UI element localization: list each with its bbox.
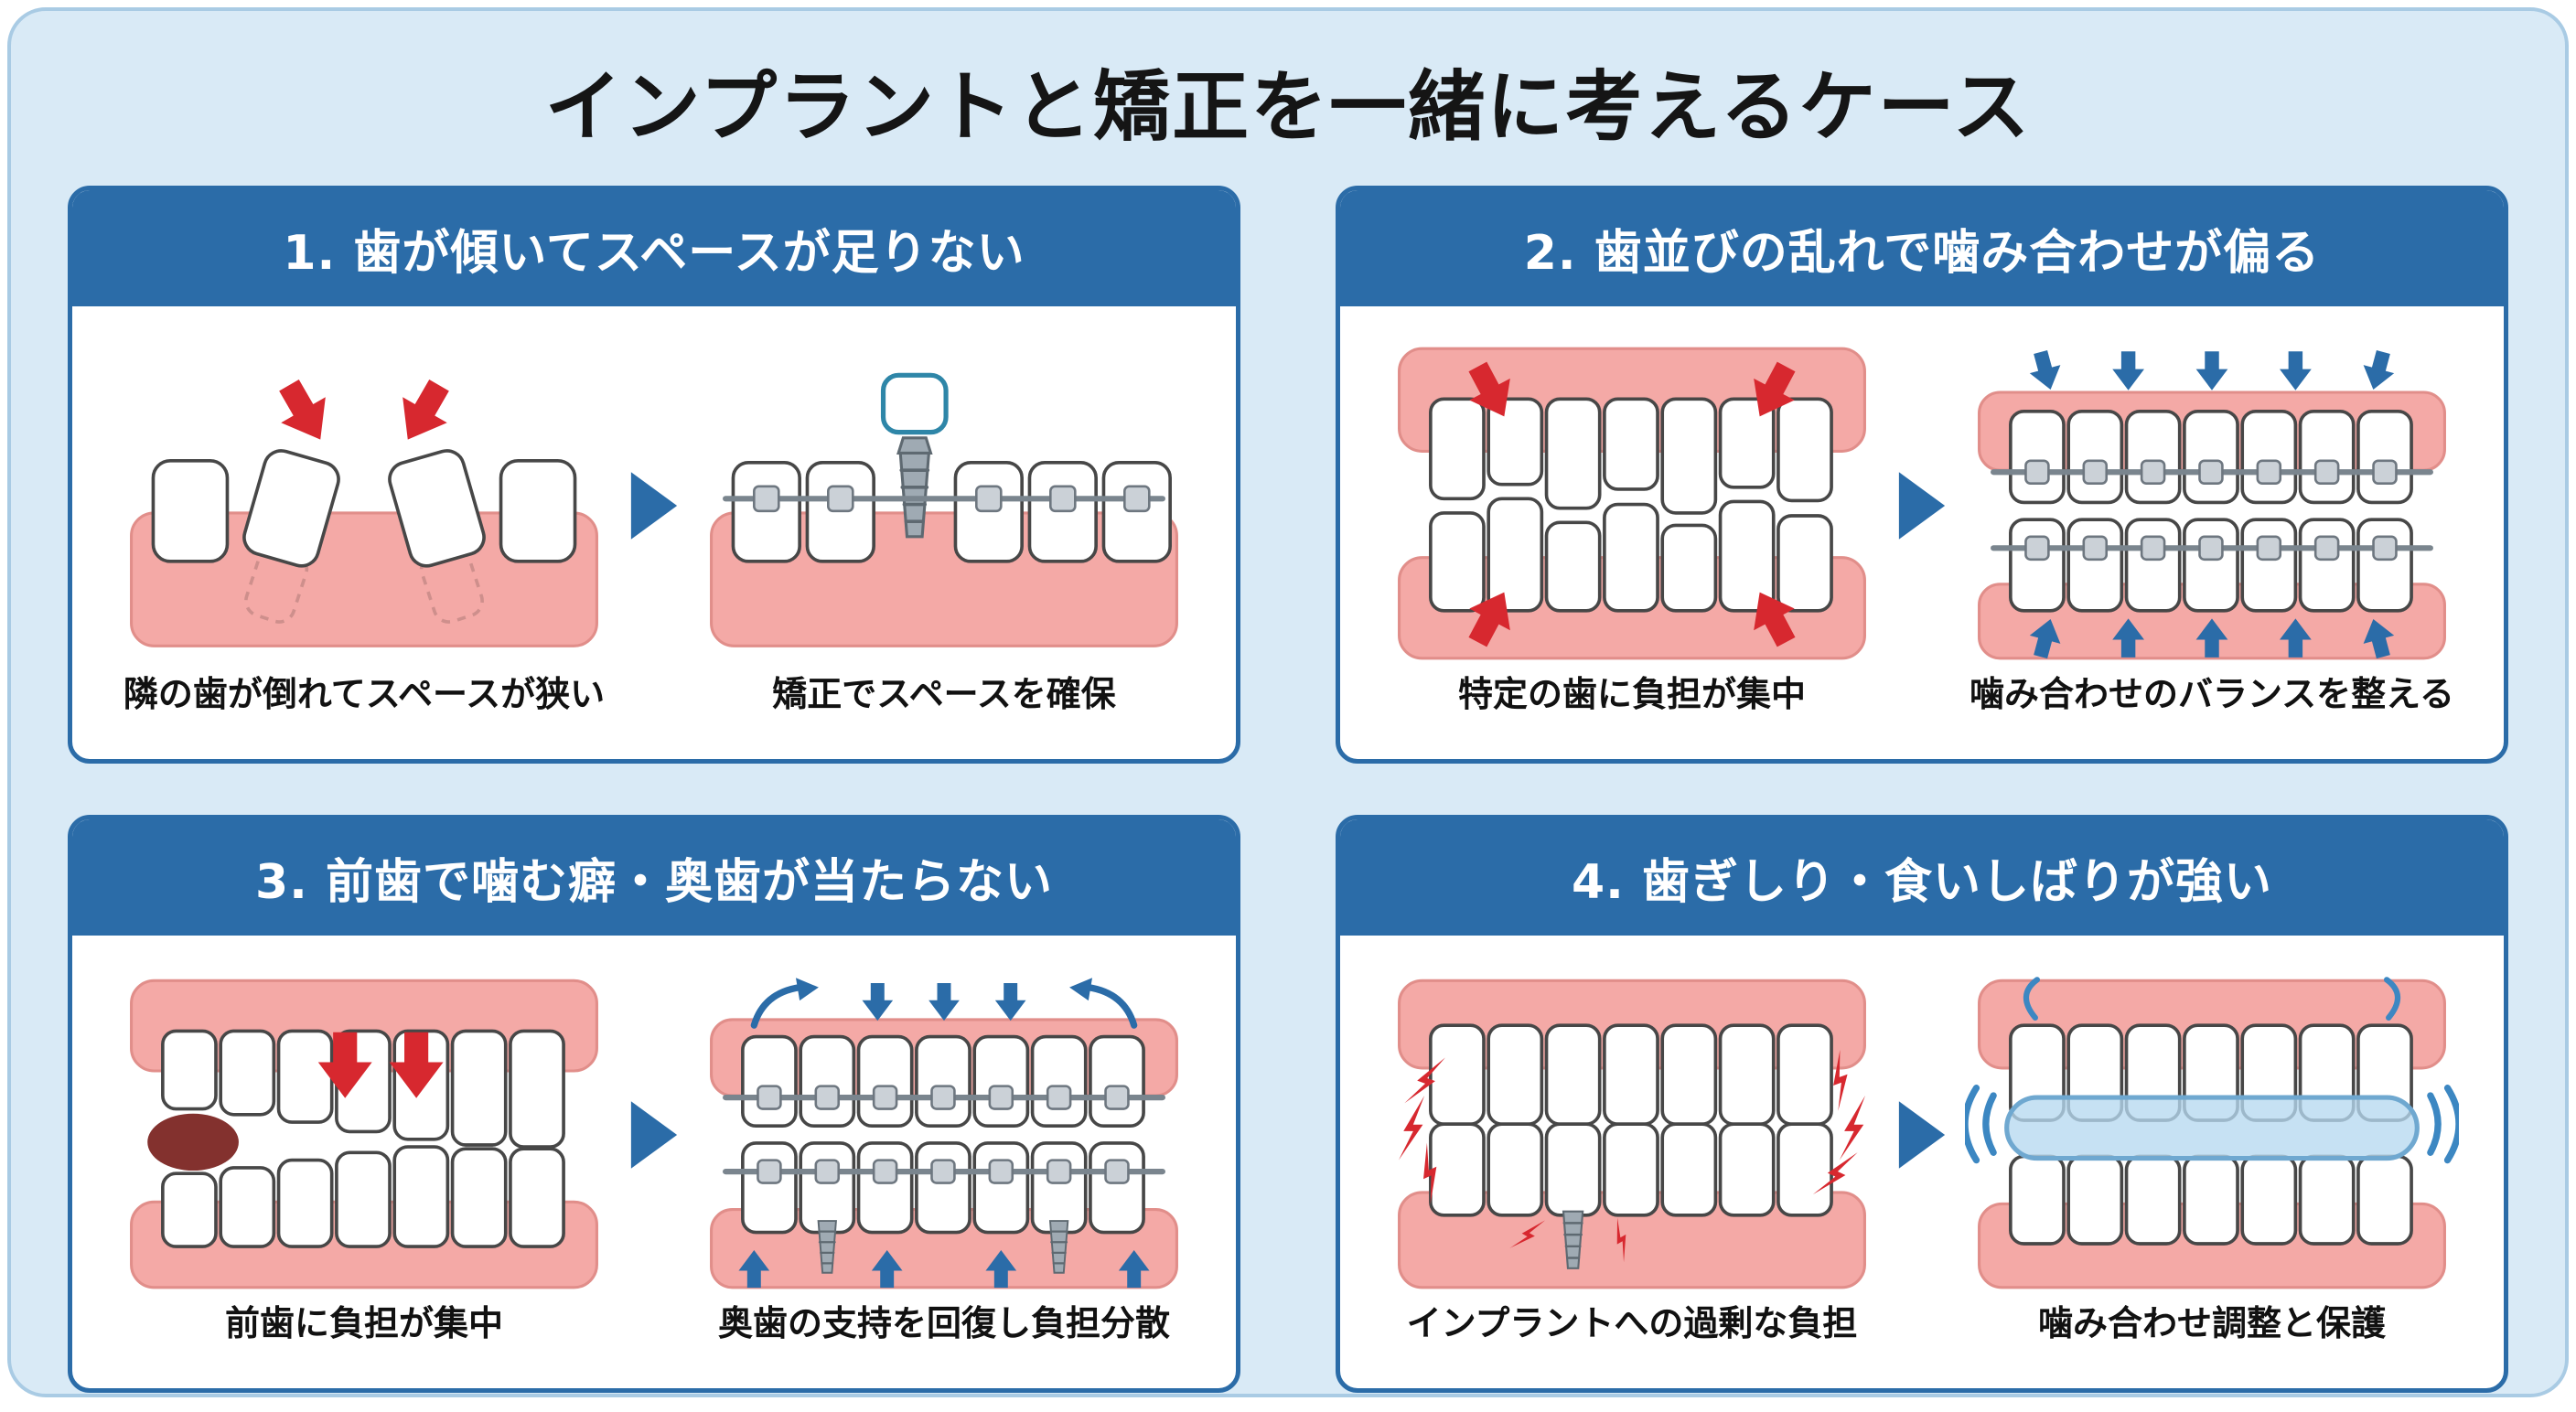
case-3-after-caption: 奥歯の支持を回復し負担分散	[717, 1302, 1170, 1343]
case-3-title: 3. 前歯で噛む癖・奥歯が当たらない	[72, 819, 1236, 936]
case-1-after-illustration	[710, 372, 1178, 647]
case-2-after-illustration	[1978, 348, 2446, 660]
case-3-after-illustration	[710, 977, 1178, 1289]
case-4-title: 4. 歯ぎしり・食いしばりが強い	[1340, 819, 2504, 936]
case-2-body: 特定の歯に負担が集中	[1340, 306, 2504, 759]
case-3-before-illustration	[130, 979, 598, 1289]
main-title: インプラントと矯正を一緒に考えるケース	[544, 62, 2032, 152]
case-3-body: 前歯に負担が集中	[72, 936, 1236, 1388]
case-1-after-caption: 矯正でスペースを確保	[772, 673, 1116, 714]
case-4-body: インプラントへの過剰な負担	[1340, 936, 2504, 1388]
case-panel-2: 2. 歯並びの乱れで噛み合わせが偏る	[1336, 186, 2508, 764]
case-1-after-figure: 矯正でスペースを確保	[697, 347, 1191, 716]
case-2-title: 2. 歯並びの乱れで噛み合わせが偏る	[1340, 190, 2504, 306]
case-3-after-figure: 奥歯の支持を回復し負担分散	[697, 976, 1191, 1345]
case-4-after-illustration	[1965, 976, 2459, 1289]
case-1-body: 隣の歯が倒れてスペースが狭い	[72, 306, 1236, 759]
case-4-before-illustration	[1398, 979, 1866, 1289]
case-1-title: 1. 歯が傾いてスペースが足りない	[72, 190, 1236, 306]
case-panel-4: 4. 歯ぎしり・食いしばりが強い	[1336, 815, 2508, 1393]
case-3-before-figure: 前歯に負担が集中	[117, 976, 611, 1345]
case-2-after-figure: 噛み合わせのバランスを整える	[1965, 347, 2459, 716]
case-4-after-figure: 噛み合わせ調整と保護	[1965, 976, 2459, 1345]
case-4-after-caption: 噛み合わせ調整と保護	[2037, 1302, 2386, 1343]
case-2-before-illustration	[1398, 347, 1866, 659]
case-2-after-caption: 噛み合わせのバランスを整える	[1969, 673, 2455, 714]
case-3-before-caption: 前歯に負担が集中	[224, 1302, 503, 1343]
step-arrow-icon	[628, 466, 681, 545]
case-panel-3: 3. 前歯で噛む癖・奥歯が当たらない	[68, 815, 1240, 1393]
case-1-before-illustration	[130, 371, 598, 647]
cases-grid: 1. 歯が傾いてスペースが足りない 隣の歯が倒れてスペースが狭い	[68, 186, 2508, 1393]
case-1-before-figure: 隣の歯が倒れてスペースが狭い	[117, 347, 611, 716]
case-panel-1: 1. 歯が傾いてスペースが足りない 隣の歯が倒れてスペースが狭い	[68, 186, 1240, 764]
case-1-before-caption: 隣の歯が倒れてスペースが狭い	[123, 673, 606, 714]
case-4-before-caption: インプラントへの過剰な負担	[1406, 1302, 1858, 1343]
step-arrow-icon	[628, 1096, 681, 1174]
infographic-root: インプラントと矯正を一緒に考えるケース 1. 歯が傾いてスペースが足りない	[7, 7, 2569, 1397]
step-arrow-icon	[1895, 466, 1948, 545]
case-2-before-caption: 特定の歯に負担が集中	[1457, 673, 1806, 714]
step-arrow-icon	[1895, 1096, 1948, 1174]
case-2-before-figure: 特定の歯に負担が集中	[1385, 347, 1879, 716]
case-4-before-figure: インプラントへの過剰な負担	[1385, 976, 1879, 1345]
